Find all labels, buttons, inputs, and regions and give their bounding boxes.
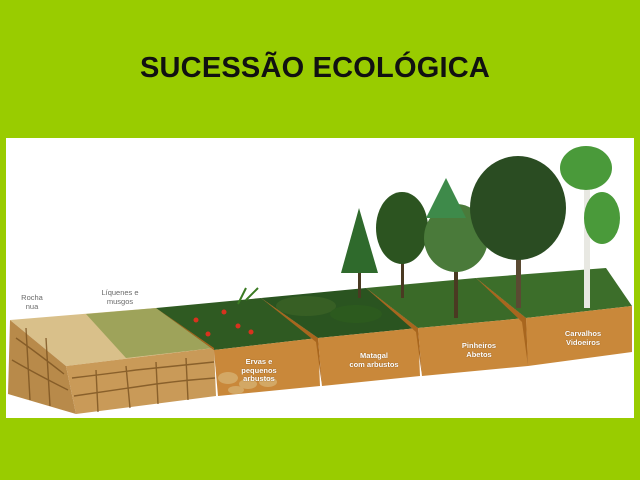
stage-label-line: com arbustos bbox=[349, 359, 399, 369]
stage-label-line: Ervas e bbox=[245, 357, 273, 366]
slide-title: SUCESSÃO ECOLÓGICA bbox=[139, 52, 491, 84]
rock-block bbox=[8, 308, 216, 414]
stage-label-ervas: Ervas e pequenos arbustos bbox=[234, 357, 284, 384]
stage-label-line: Carvalhos bbox=[564, 329, 602, 338]
stage-label-line: Rocha bbox=[21, 293, 43, 302]
stage-label-line: pequenos bbox=[241, 365, 277, 375]
shrubland-block bbox=[261, 288, 420, 386]
stage-label-line: musgos bbox=[106, 296, 134, 306]
herbs-block bbox=[156, 287, 320, 396]
stage-label-matagal: Matagal com arbustos bbox=[342, 351, 406, 369]
succession-diagram-graphic bbox=[8, 146, 632, 414]
stage-label-rocha: Rocha nua bbox=[12, 293, 52, 311]
pine-block bbox=[366, 278, 528, 376]
stage-label-line: Líquenes e bbox=[101, 288, 139, 297]
stage-label-pinheiros: Pinheiros Abetos bbox=[454, 341, 504, 359]
stage-label-line: nua bbox=[25, 301, 39, 311]
stage-label-line: Pinheiros bbox=[461, 341, 497, 350]
stage-label-line: Vidoeiros bbox=[565, 337, 601, 347]
oak-block bbox=[476, 268, 632, 366]
stage-label-carvalhos: Carvalhos Vidoeiros bbox=[556, 329, 610, 347]
stage-label-line: arbustos bbox=[243, 374, 275, 383]
succession-illustration: Rocha nua Líquenes e musgos Ervas e pequ… bbox=[6, 138, 634, 418]
trees bbox=[341, 146, 620, 318]
stage-label-line: Abetos bbox=[466, 349, 492, 359]
stage-label-liquenes: Líquenes e musgos bbox=[94, 288, 146, 306]
stage-label-line: Matagal bbox=[360, 351, 388, 360]
